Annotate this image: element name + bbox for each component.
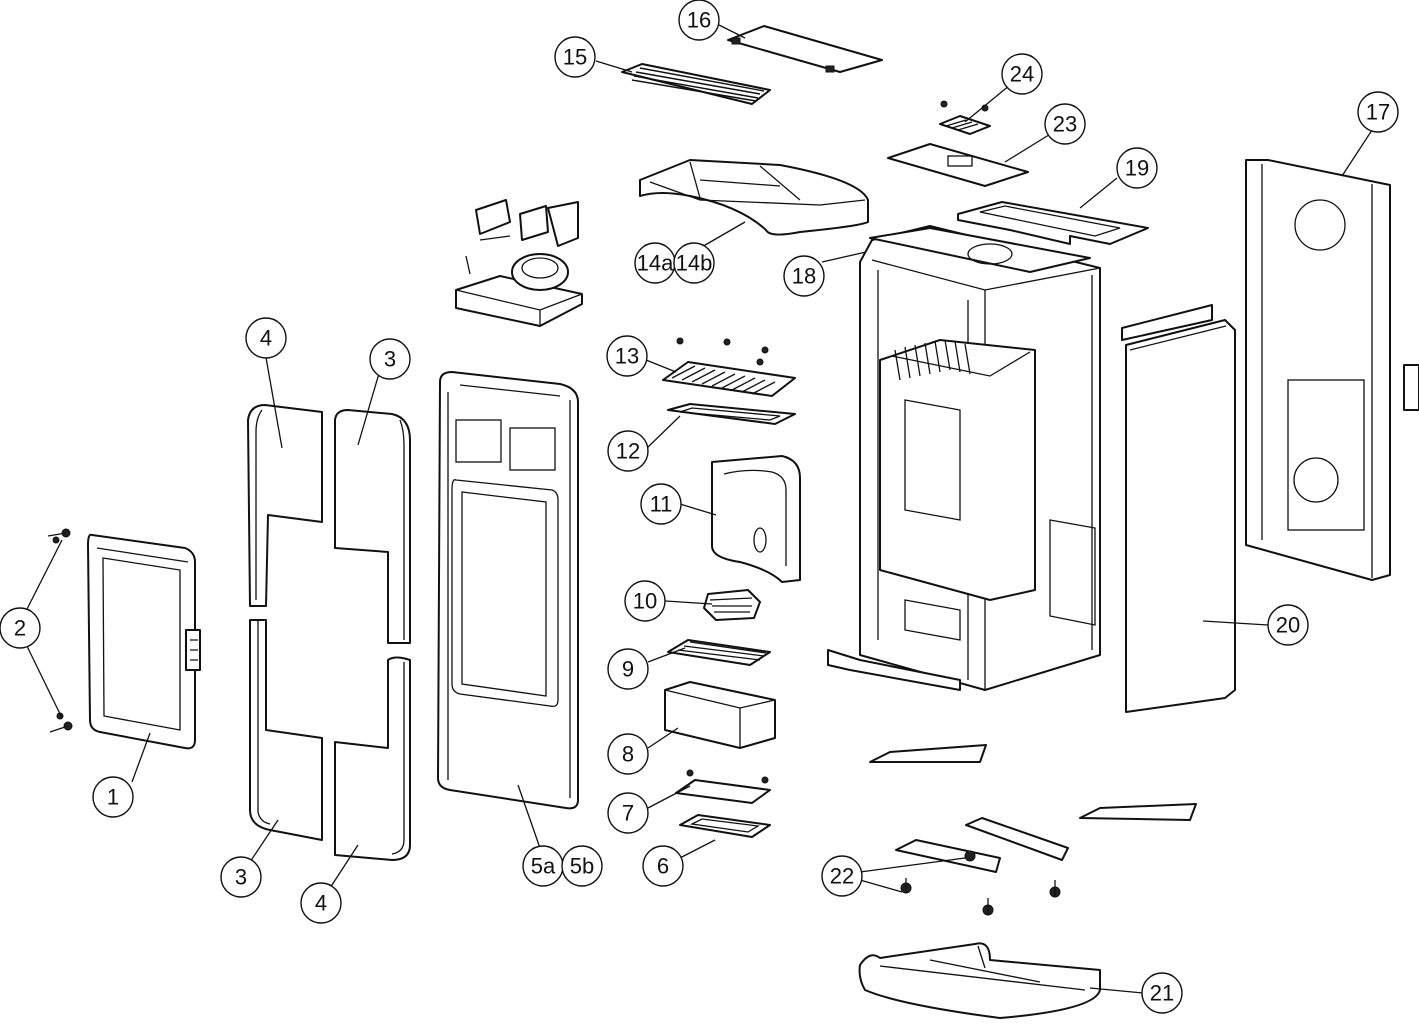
callout-9: 9	[607, 648, 649, 690]
part-8-ash-drawer	[664, 681, 776, 749]
callout-19: 19	[1116, 147, 1158, 189]
part-5-front-panel	[437, 371, 579, 810]
callout-5b-label: 5b	[570, 854, 594, 879]
callout-20-label: 20	[1276, 613, 1300, 638]
callout-23-label: 23	[1053, 112, 1077, 137]
callout-16: 16	[678, 0, 720, 41]
callout-14b: 14b	[673, 242, 715, 284]
callout-5a-label: 5a	[531, 854, 556, 879]
callout-21: 21	[1141, 972, 1183, 1014]
part-2-screws	[47, 528, 73, 733]
callout-4-top-label: 4	[260, 326, 272, 351]
callout-2: 2	[0, 607, 41, 649]
callout-24-label: 24	[1010, 62, 1034, 87]
part-16-top-plate	[727, 25, 883, 73]
callout-19-label: 19	[1125, 156, 1149, 181]
callout-23: 23	[1044, 103, 1086, 145]
callout-13-label: 13	[615, 344, 639, 369]
callout-8: 8	[607, 733, 649, 775]
callout-10-label: 10	[633, 589, 657, 614]
callout-12: 12	[607, 430, 649, 472]
callout-16-label: 16	[687, 8, 711, 33]
stove-body-frame	[827, 225, 1101, 691]
part-18-top-rim	[869, 227, 1091, 273]
callout-1-label: 1	[107, 785, 119, 810]
part-15-grille	[621, 63, 771, 105]
callout-12-label: 12	[616, 439, 640, 464]
part-9-grate	[667, 639, 771, 666]
callout-5a: 5a	[522, 845, 564, 887]
callout-6-label: 6	[657, 854, 669, 879]
part-21-base	[858, 942, 1101, 1019]
callout-18: 18	[783, 255, 825, 297]
callout-15-label: 15	[563, 45, 587, 70]
part-6-gasket	[679, 814, 771, 838]
callout-18-label: 18	[792, 264, 816, 289]
callout-5b: 5b	[561, 845, 603, 887]
callout-3-bottom: 3	[220, 856, 262, 898]
callout-20: 20	[1267, 604, 1309, 646]
part-19-top-frame	[957, 201, 1149, 245]
callout-4-bottom: 4	[300, 882, 342, 924]
callout-7-label: 7	[622, 801, 634, 826]
callout-10: 10	[624, 580, 666, 622]
part-22-feet	[869, 744, 1197, 916]
callout-9-label: 9	[622, 657, 634, 682]
part-10-burn-pot	[703, 589, 761, 621]
part-17-side-panel	[1245, 159, 1419, 581]
callout-6: 6	[642, 845, 684, 887]
callout-1: 1	[92, 776, 134, 818]
callout-17-label: 17	[1366, 100, 1390, 125]
callout-11: 11	[640, 483, 682, 525]
callout-2-label: 2	[14, 616, 26, 641]
callout-21-label: 21	[1150, 981, 1174, 1006]
callout-15: 15	[554, 36, 596, 78]
callout-4-bottom-label: 4	[315, 891, 327, 916]
part-23-plate	[887, 143, 1029, 187]
part-7-plate	[675, 769, 771, 804]
callout-14a-label: 14a	[637, 251, 674, 276]
callout-13: 13	[606, 335, 648, 377]
part-1-door	[87, 533, 201, 750]
callout-8-label: 8	[622, 742, 634, 767]
callout-24: 24	[1001, 53, 1043, 95]
part-13-heat-exchanger	[662, 337, 796, 397]
part-14-top-cover	[639, 159, 869, 236]
callout-14a: 14a	[634, 242, 676, 284]
callout-11-label: 11	[650, 492, 673, 517]
fan-assembly	[455, 199, 583, 327]
part-3-4-side-panels	[247, 404, 411, 861]
part-12-gasket	[667, 403, 796, 425]
part-11-liner	[711, 455, 801, 583]
callout-7: 7	[607, 792, 649, 834]
callout-14b-label: 14b	[676, 251, 713, 276]
callout-4-top: 4	[245, 317, 287, 359]
callout-22-label: 22	[830, 864, 854, 889]
callout-3-bottom-label: 3	[235, 865, 247, 890]
callout-22: 22	[821, 855, 863, 897]
callout-17: 17	[1357, 91, 1399, 133]
callout-3-top: 3	[369, 338, 411, 380]
part-24-bracket	[939, 100, 991, 135]
part-20-side-panel	[1121, 304, 1236, 713]
callout-3-top-label: 3	[384, 347, 396, 372]
